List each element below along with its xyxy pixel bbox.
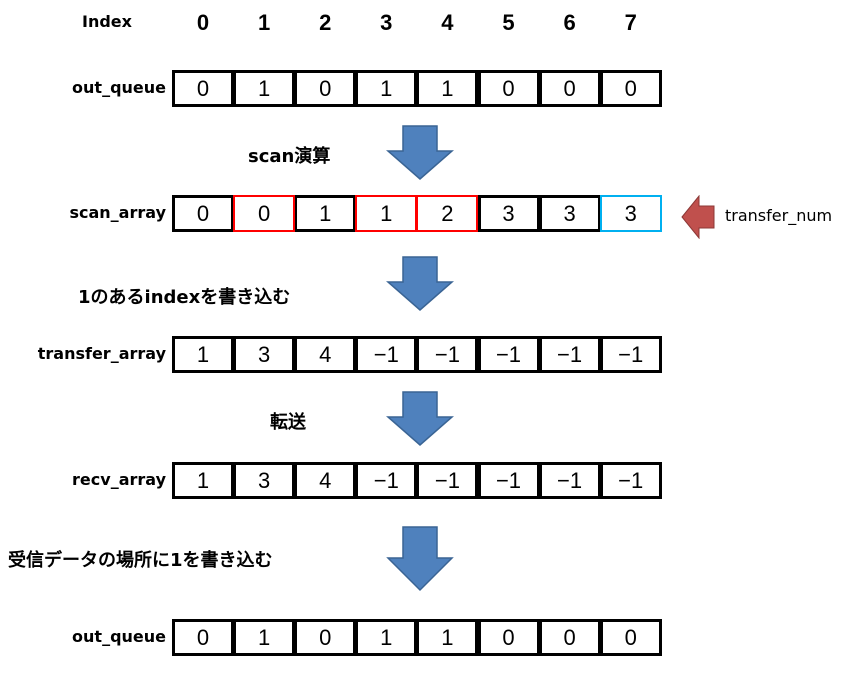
index-number: 2 [319,10,332,35]
array-cell: 4 [294,336,357,373]
row-label: transfer_array [37,344,166,363]
index-number: 7 [624,10,637,35]
array-cell: −1 [599,462,662,499]
array-cell: 0 [172,195,234,232]
array-cell: −1 [599,336,662,373]
array-cell: 0 [599,70,662,107]
row-label: scan_array [69,203,166,222]
down-arrow-icon [386,391,454,446]
pointer-label: transfer_num [725,206,833,225]
array-cell: −1 [538,462,601,499]
array-cell: 1 [172,462,234,499]
array-cell: 3 [599,195,662,232]
array-cell: 1 [172,336,234,373]
array-cell: 1 [294,195,357,232]
array-cell: 1 [233,70,296,107]
down-arrow-icon [386,526,454,592]
index-number: 5 [502,10,515,35]
array-cell: 0 [477,70,540,107]
array-cell: 3 [538,195,601,232]
array-cell: 3 [477,195,540,232]
step-caption-write-index: 1のあるindexを書き込む [78,287,291,308]
index-number: 3 [380,10,393,35]
array-cell: 4 [294,462,357,499]
array-cell: 0 [294,70,357,107]
array-cell: 1 [416,70,479,107]
array-cell: 0 [172,619,234,656]
array-cell: 3 [233,336,296,373]
array-cell: 1 [355,195,418,232]
array-cell: −1 [416,462,479,499]
array-cell: 1 [355,619,418,656]
array-cell: −1 [538,336,601,373]
array-cell: 3 [233,462,296,499]
left-pointer-arrow-icon [681,195,715,239]
array-cell: 0 [477,619,540,656]
row-label: recv_array [72,470,166,489]
index-number: 0 [196,10,210,35]
array-cell: 0 [538,619,601,656]
array-cell: 0 [538,70,601,107]
row-label: out_queue [72,78,166,97]
down-arrow-icon [386,125,454,180]
array-cell: 1 [355,70,418,107]
array-cell: 0 [172,70,234,107]
index-number: 1 [257,10,271,35]
array-cell: 1 [233,619,296,656]
array-cell: −1 [477,462,540,499]
step-caption-transfer: 転送 [270,412,306,433]
array-cell: −1 [355,336,418,373]
step-caption-write-one: 受信データの場所に1を書き込む [8,550,273,571]
array-cell: −1 [477,336,540,373]
array-cell: 1 [416,619,479,656]
down-arrow-icon [386,256,454,311]
index-number: 4 [441,10,454,35]
step-caption-scan: scan演算 [248,146,331,167]
array-cell: −1 [416,336,479,373]
array-cell: −1 [355,462,418,499]
array-cell: 2 [416,195,479,232]
index-number: 6 [563,10,576,35]
array-cell: 0 [294,619,357,656]
row-label: out_queue [72,627,166,646]
array-cell: 0 [233,195,296,232]
index-label: Index [82,12,132,31]
array-cell: 0 [599,619,662,656]
